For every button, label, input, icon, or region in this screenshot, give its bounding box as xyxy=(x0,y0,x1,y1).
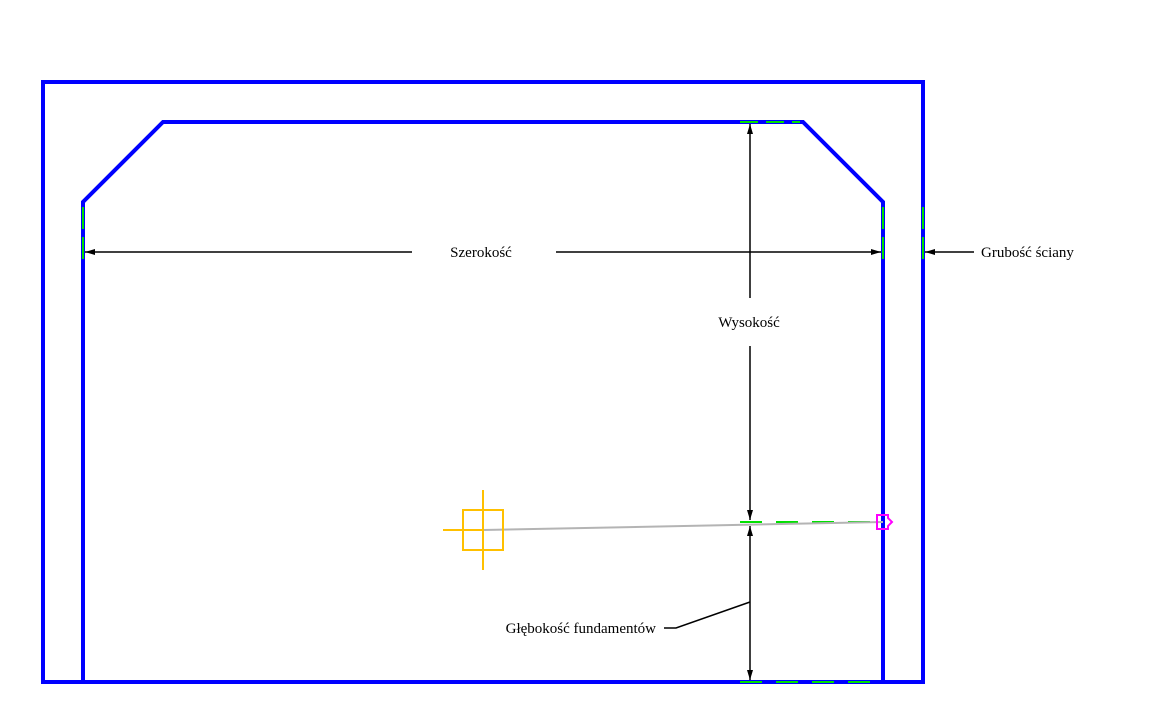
foundation-depth-label: Głębokość fundamentów xyxy=(506,621,657,637)
outer-wall-outline[interactable] xyxy=(41,80,925,684)
height-label: Wysokość xyxy=(718,315,780,331)
crosshair-cursor-icon xyxy=(443,490,504,570)
inner-wall-outline[interactable] xyxy=(81,120,885,682)
tracking-line xyxy=(482,521,884,531)
grip-markers xyxy=(82,121,924,683)
snap-marker-icon xyxy=(876,514,894,530)
wall-thickness-label: Grubość ściany xyxy=(981,245,1074,261)
foundation-depth-dimension[interactable] xyxy=(664,526,753,680)
width-label: Szerokość xyxy=(450,245,512,261)
